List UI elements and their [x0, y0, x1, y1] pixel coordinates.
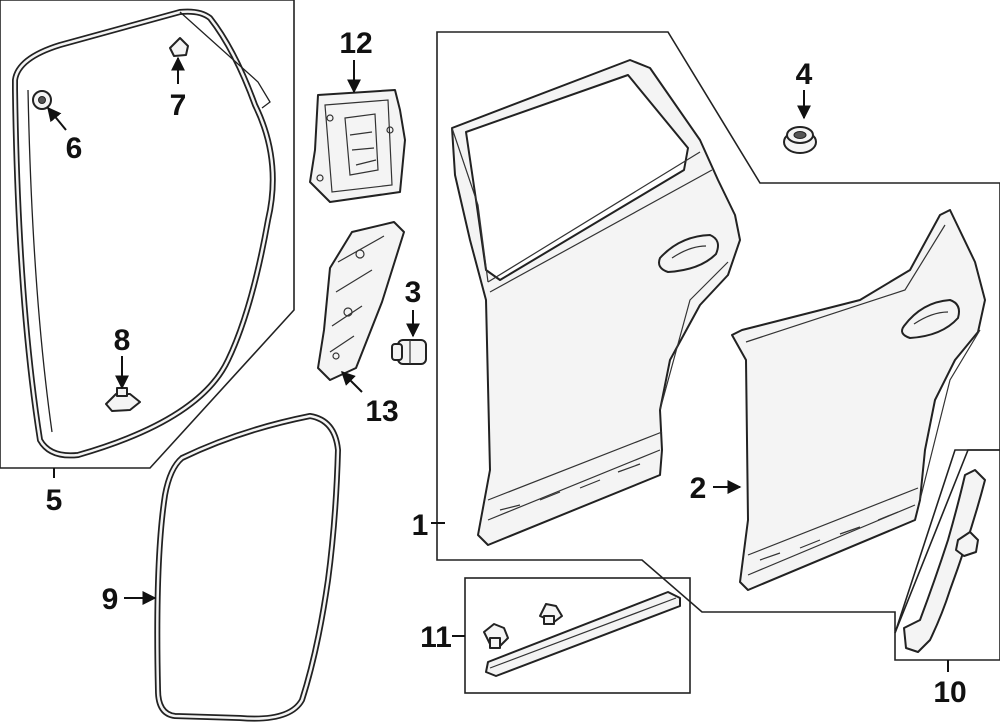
clip-icon-7 — [169, 37, 189, 57]
clip-icon-6 — [32, 90, 52, 110]
grommet-part — [783, 126, 817, 154]
callout-3: 3 — [405, 276, 422, 309]
leader-13 — [341, 371, 363, 393]
callout-2: 2 — [690, 472, 707, 505]
callout-8: 8 — [114, 324, 131, 357]
garnish-molding-part — [903, 469, 986, 653]
callout-4: 4 — [796, 58, 813, 91]
callout-13: 13 — [365, 395, 398, 428]
door-shell-part — [451, 59, 741, 546]
callout-7: 7 — [170, 89, 187, 122]
callout-1: 1 — [412, 509, 429, 542]
callout-9: 9 — [102, 583, 119, 616]
door-skin-part — [731, 209, 986, 591]
body-side-seal-part — [154, 413, 341, 722]
callout-6: 6 — [66, 132, 83, 165]
callout-11: 11 — [420, 621, 452, 654]
door-shell-group-box — [436, 31, 1000, 634]
weatherstrip-group-box — [0, 0, 295, 469]
lower-molding-part — [483, 591, 681, 677]
molding-clip-a — [483, 623, 509, 649]
door-handle-recess-left — [658, 234, 719, 273]
clip-icon-8 — [105, 387, 141, 412]
leader-6 — [47, 106, 67, 131]
latch-cover-part — [309, 89, 406, 203]
callout-5: 5 — [46, 484, 63, 517]
weatherstrip-part — [12, 8, 276, 459]
molding-clip-b — [539, 603, 563, 625]
door-handle-recess-right — [901, 299, 960, 339]
bumper-stop-part — [391, 339, 427, 365]
callout-10: 10 — [933, 676, 966, 709]
inner-panel-part — [317, 221, 405, 381]
callout-12: 12 — [339, 27, 372, 60]
